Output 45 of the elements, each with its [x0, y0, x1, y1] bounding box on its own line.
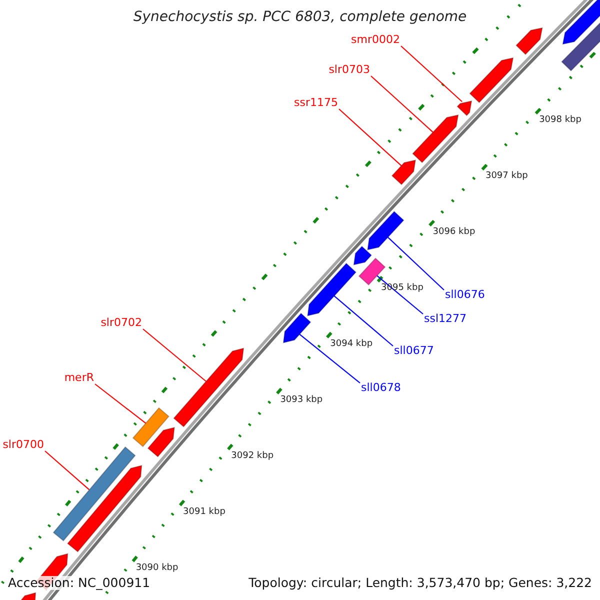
- gene-label: sll0676: [445, 289, 485, 300]
- gene-bar: [147, 426, 175, 458]
- gene-bar: [66, 464, 142, 552]
- leader-line: [338, 108, 402, 166]
- gene-label: sll0678: [361, 382, 401, 393]
- leader-line: [388, 236, 444, 290]
- leader-line: [299, 334, 360, 384]
- tick-label: 3093 kbp: [280, 396, 323, 406]
- leader-line: [334, 296, 394, 346]
- gene-bar: [469, 57, 514, 104]
- gene-label: smr0002: [351, 34, 400, 45]
- gene-label: slr0703: [328, 64, 370, 75]
- gene-label: ssr1175: [294, 97, 338, 108]
- tick-label: 3094 kbp: [330, 340, 373, 350]
- tick-label: 3092 kbp: [231, 452, 274, 462]
- gene-label: merR: [64, 372, 94, 383]
- tick-label: 3091 kbp: [183, 508, 226, 517]
- leader-line: [370, 76, 434, 133]
- leader-line: [142, 328, 206, 382]
- gene-bar: [456, 100, 472, 116]
- gene-bar: [353, 246, 372, 266]
- gene-label: slr0702: [100, 317, 142, 328]
- gene-bar: [282, 312, 312, 344]
- title: Synechocystis sp. PCC 6803, complete genome: [132, 10, 468, 24]
- gene-bar: [516, 27, 543, 56]
- gene-bar: [132, 407, 170, 448]
- footer-text: Topology: circular; Length: 3,573,470 bp; Genes: 3,222: [246, 576, 594, 590]
- leader-line: [94, 384, 146, 424]
- leader-line: [376, 275, 424, 314]
- gene-bar: [391, 159, 416, 186]
- leader-line: [44, 450, 90, 490]
- gene-bar: [173, 348, 244, 428]
- gene-bar: [52, 446, 136, 542]
- leader-line: [400, 46, 462, 102]
- tick-label: 3096 kbp: [432, 228, 476, 238]
- gene-bar: [367, 210, 404, 250]
- tick-label: 3090 kbp: [136, 564, 178, 573]
- gene-bar: [412, 114, 459, 164]
- gene-bar: [307, 262, 357, 316]
- tick-label: 3097 kbp: [485, 172, 528, 182]
- gene-label: slr0700: [2, 439, 44, 450]
- gene-label: sll0677: [394, 345, 434, 356]
- gene-bar: [562, 0, 600, 45]
- tick-label: 3098 kbp: [539, 116, 582, 126]
- gene-label: ssl1277: [424, 313, 467, 324]
